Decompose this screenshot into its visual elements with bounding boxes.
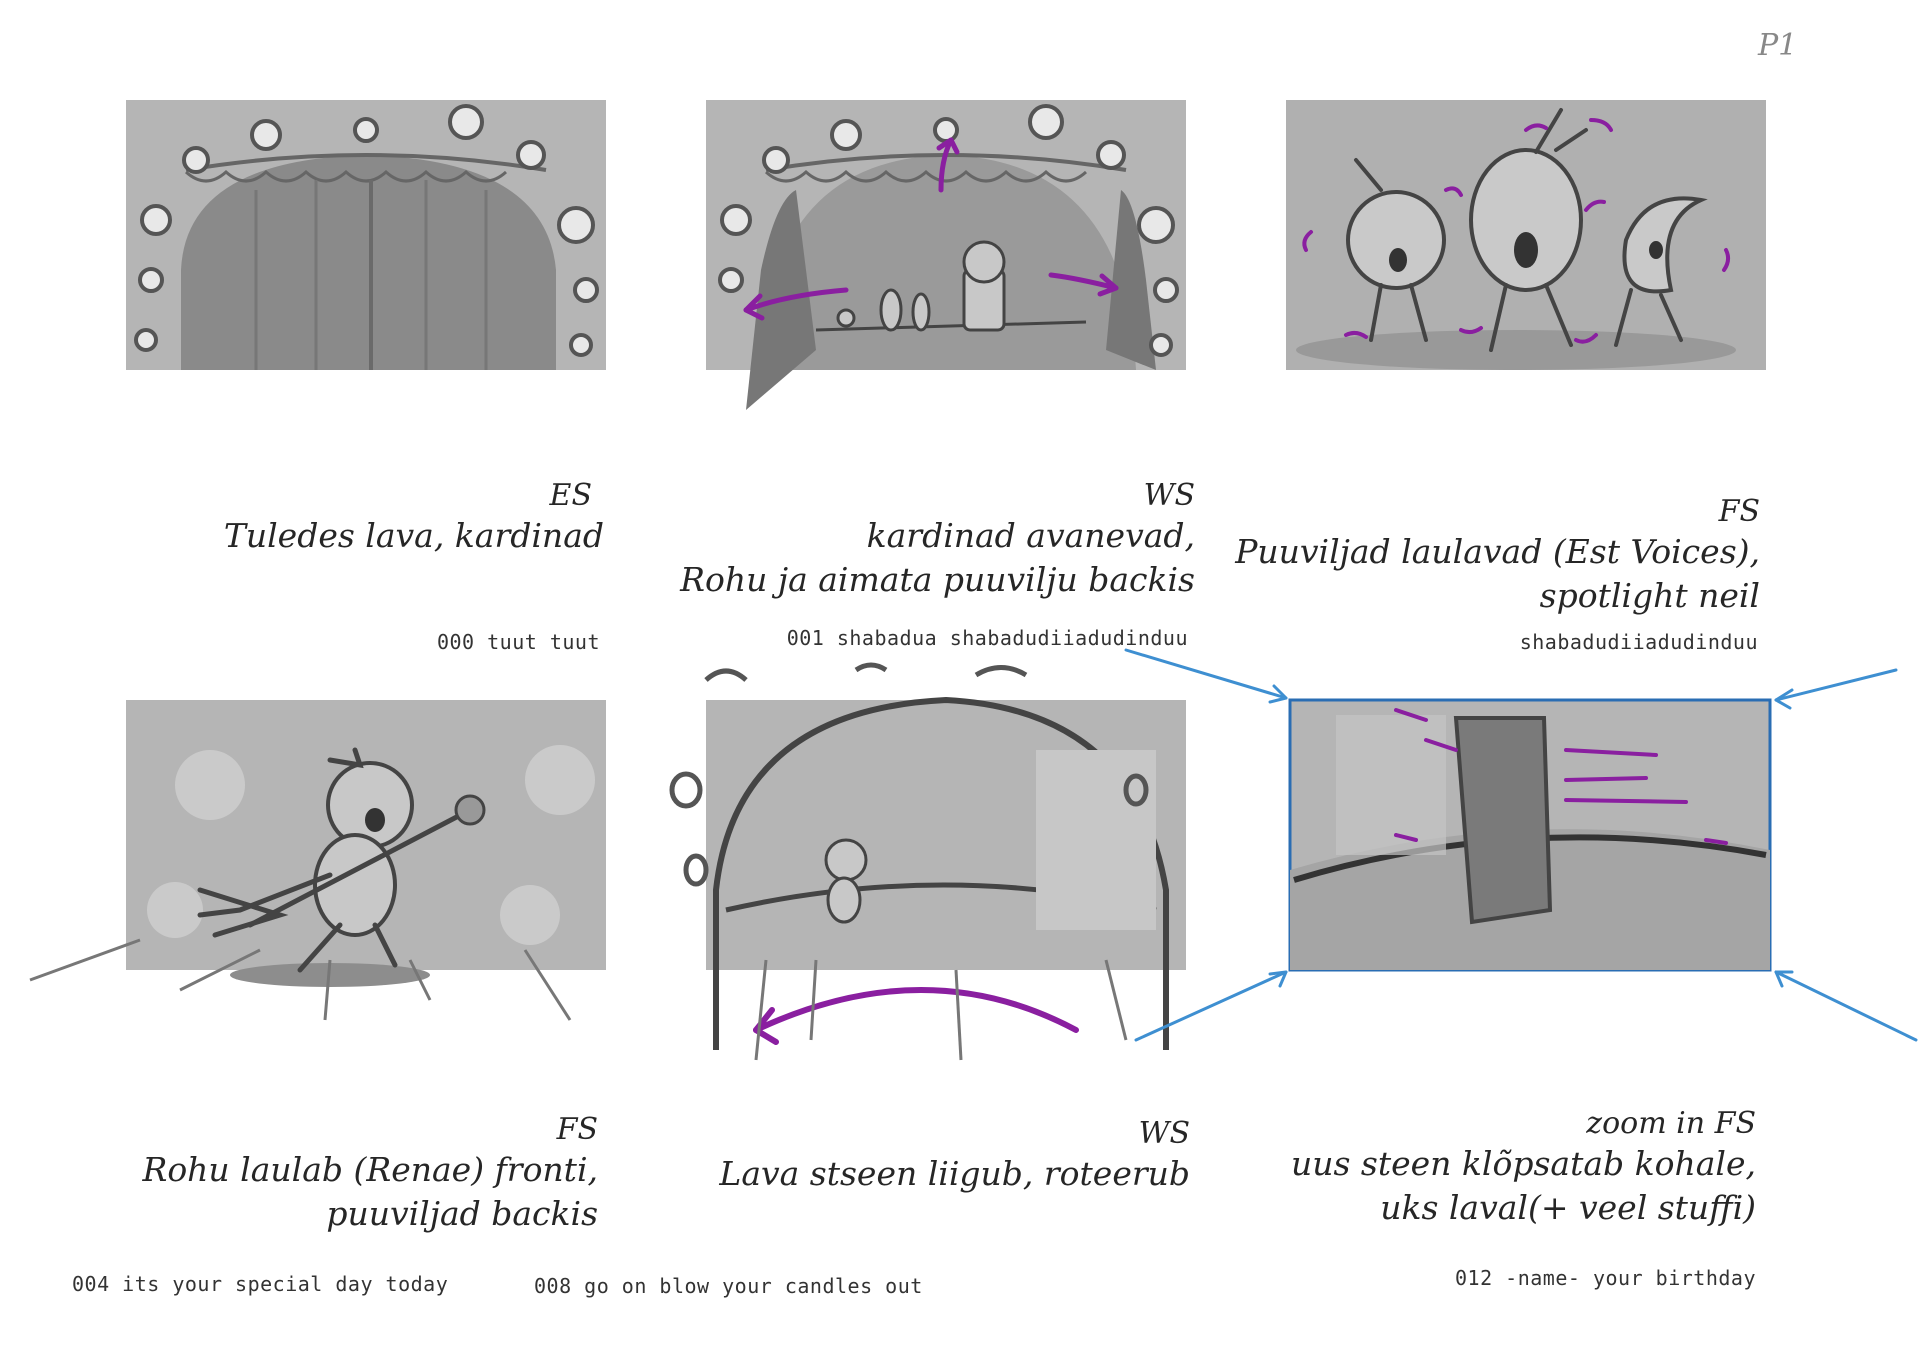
zoom-arrow-icon [1124,648,1918,1042]
panel-1-description: Tuledes lava, kardinad [224,514,604,558]
panel-5-desc-line-1: Lava stseen liigub, roteerub [719,1154,1190,1193]
panel-4-desc-line-2: puuviljad backis [326,1194,598,1233]
panel-1-shot: ES [549,478,592,513]
panel-2-lyric: 001 shabadua shabadudiiadudinduu [786,626,1188,650]
panel-3-desc-line-2: spotlight neil [1539,576,1760,615]
panel-6-desc-line-2: uks laval(+ veel stuffi) [1380,1188,1756,1227]
motion-arrow-icon [743,137,1119,321]
singer-character-icon [29,700,606,1021]
panel-1-sketch [126,100,606,400]
panel-2-description: kardinad avanevad, Rohu ja aimata puuvil… [680,514,1195,602]
panel-6-sketch [1124,640,1920,1080]
panel-5-sketch [669,660,1196,1100]
panel-6-lyric: 012 -name- your birthday [1455,1266,1756,1290]
panel-4-desc-line-1: Rohu laulab (Renae) fronti, [142,1150,598,1189]
panel-4-shot: FS [556,1112,598,1147]
panel-5-shot: WS [1138,1116,1190,1151]
panel-6-description: uus steen klõpsatab kohale, uks laval(+ … [1291,1142,1756,1230]
panel-5-description: Lava stseen liigub, roteerub [719,1152,1190,1196]
panel-1-lyric: 000 tuut tuut [436,630,600,654]
panel-3-desc-line-1: Puuviljad laulavad (Est Voices), [1235,532,1760,571]
panel-2-desc-line-2: Rohu ja aimata puuvilju backis [680,560,1195,599]
page-number: P1 [1758,28,1798,63]
panel-2-sketch [706,100,1186,430]
stage-curtain-open-icon [706,100,1186,410]
panel-3-shot: FS [1718,494,1760,529]
panel-1-desc-line-1: Tuledes lava, kardinad [223,516,604,555]
panel-3-lyric: shabadudiiadudinduu [1519,630,1758,654]
panel-3-sketch [1286,100,1786,410]
panel-5-lyric: 008 go on blow your candles out [534,1274,923,1298]
panel-4-sketch [29,700,610,1030]
rotating-stage-icon [669,662,1186,1061]
panel-4-lyric: 004 its your special day today [72,1272,449,1296]
stage-curtain-icon [126,100,606,370]
panel-4-description: Rohu laulab (Renae) fronti, puuviljad ba… [142,1148,598,1236]
panel-2-desc-line-1: kardinad avanevad, [866,516,1195,555]
panel-6-shot: zoom in FS [1586,1106,1756,1141]
panel-3-description: Puuviljad laulavad (Est Voices), spotlig… [1235,530,1760,618]
singing-fruits-icon [1286,100,1766,370]
panel-6-desc-line-1: uus steen klõpsatab kohale, [1291,1144,1756,1183]
panel-2-shot: WS [1143,478,1195,513]
